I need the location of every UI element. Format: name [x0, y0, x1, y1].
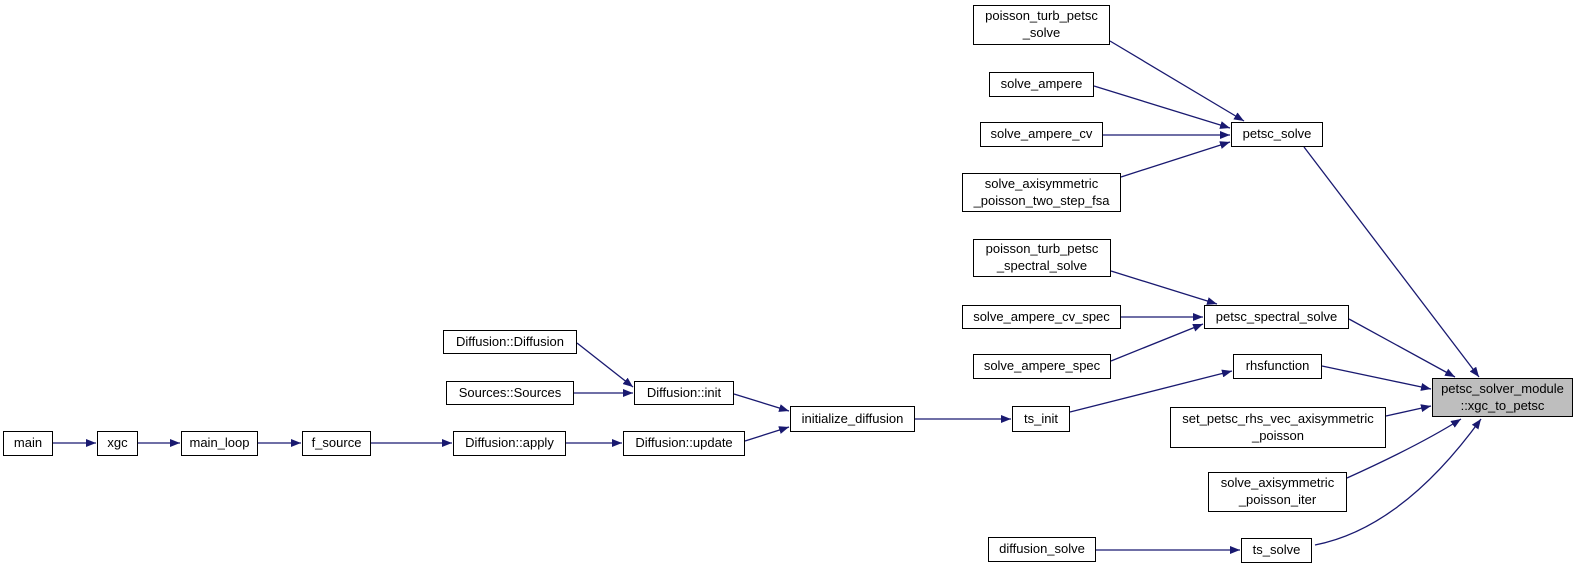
node-diffusion_solve[interactable]: diffusion_solve: [988, 537, 1096, 562]
node-label: solve_ampere_cv_spec: [973, 308, 1110, 324]
node-label: petsc_solver_module: [1441, 380, 1564, 396]
node-label: petsc_solve: [1242, 126, 1312, 142]
node-label: Diffusion::apply: [465, 435, 554, 451]
node-ts_init[interactable]: ts_init: [1012, 406, 1070, 432]
node-solve_ampere_cv[interactable]: solve_ampere_cv: [980, 122, 1103, 147]
node-label: Diffusion::update: [635, 435, 733, 451]
node-sources_sources[interactable]: Sources::Sources: [446, 381, 574, 405]
node-label: petsc_spectral_solve: [1215, 308, 1338, 324]
node-label: Diffusion::Diffusion: [456, 333, 564, 349]
node-label: solve_axisymmetric: [1220, 475, 1335, 491]
edge-petsc_solve-to-xgc_to_petsc: [1303, 146, 1480, 378]
node-petsc_spectral_solve[interactable]: petsc_spectral_solve: [1204, 305, 1349, 329]
node-label: rhsfunction: [1245, 358, 1310, 374]
node-main_loop[interactable]: main_loop: [181, 431, 258, 456]
node-label: f_source: [311, 435, 362, 451]
node-rhsfunction[interactable]: rhsfunction: [1233, 354, 1322, 379]
edge-rhsfunction-to-xgc_to_petsc: [1321, 365, 1432, 391]
node-xgc[interactable]: xgc: [97, 431, 138, 456]
node-main[interactable]: main: [3, 431, 53, 456]
node-initialize_diffusion[interactable]: initialize_diffusion: [790, 406, 915, 432]
node-label: solve_axisymmetric: [984, 175, 1099, 191]
edge-solve_ampere_spec-to-petsc_spectral_solve: [1110, 323, 1204, 362]
edge-ts_init-to-rhsfunction: [1069, 369, 1233, 413]
node-label: poisson_turb_petsc: [985, 241, 1099, 257]
node-diffusion_diffusion[interactable]: Diffusion::Diffusion: [443, 330, 577, 354]
edge-ts_solve-to-xgc_to_petsc: [1314, 418, 1482, 546]
node-label: solve_ampere_spec: [983, 358, 1101, 374]
node-label: Sources::Sources: [458, 384, 562, 400]
node-solve_ampere_cv_spec[interactable]: solve_ampere_cv_spec: [962, 305, 1121, 329]
edge-solve_axisymmetric_poisson_two_step_fsa-to-petsc_solve: [1120, 141, 1231, 178]
node-label: _solve: [1022, 25, 1061, 40]
node-label: xgc: [107, 435, 128, 451]
node-label: diffusion_solve: [999, 541, 1085, 557]
edge-diffusion_update-to-initialize_diffusion: [744, 426, 790, 442]
edge-set_petsc_rhs_vec_axisymmetric_poisson-to-xgc_to_petsc: [1385, 404, 1432, 417]
node-solve_axisymmetric_poisson_two_step_fsa[interactable]: solve_axisymmetric_poisson_two_step_fsa: [962, 173, 1121, 212]
node-poisson_turb_petsc_spectral_solve[interactable]: poisson_turb_petsc_spectral_solve: [973, 239, 1111, 277]
node-label: ts_init: [1024, 410, 1058, 426]
node-ts_solve[interactable]: ts_solve: [1241, 538, 1312, 563]
node-xgc_to_petsc: petsc_solver_module::xgc_to_petsc: [1432, 378, 1573, 417]
node-solve_axisymmetric_poisson_iter[interactable]: solve_axisymmetric_poisson_iter: [1208, 472, 1347, 512]
node-label: solve_ampere_cv: [990, 126, 1093, 142]
node-label: ::xgc_to_petsc: [1460, 397, 1545, 413]
node-f_source[interactable]: f_source: [302, 431, 371, 456]
node-label: initialize_diffusion: [801, 410, 904, 426]
node-label: set_petsc_rhs_vec_axisymmetric: [1182, 410, 1374, 426]
node-label: poisson_turb_petsc: [985, 8, 1098, 24]
edge-diffusion_diffusion-to-diffusion_init: [576, 342, 634, 388]
node-label: _poisson_iter: [1238, 492, 1317, 507]
node-diffusion_init[interactable]: Diffusion::init: [634, 381, 734, 405]
edge-solve_axisymmetric_poisson_iter-to-xgc_to_petsc: [1346, 418, 1462, 479]
node-diffusion_update[interactable]: Diffusion::update: [623, 431, 745, 456]
edge-solve_ampere-to-petsc_solve: [1093, 85, 1231, 129]
node-label: Diffusion::init: [646, 384, 722, 400]
node-label: _spectral_solve: [996, 258, 1088, 273]
node-label: main: [13, 435, 43, 451]
node-petsc_solve[interactable]: petsc_solve: [1231, 122, 1323, 147]
node-label: solve_ampere: [1000, 76, 1083, 92]
node-label: main_loop: [189, 435, 250, 451]
node-label: _poisson: [1251, 427, 1305, 443]
node-solve_ampere_spec[interactable]: solve_ampere_spec: [973, 354, 1111, 379]
node-solve_ampere[interactable]: solve_ampere: [989, 72, 1094, 97]
edge-poisson_turb_petsc_spectral_solve-to-petsc_spectral_solve: [1110, 270, 1218, 305]
edge-diffusion_init-to-initialize_diffusion: [733, 393, 790, 412]
edge-poisson_turb_petsc_solve-to-petsc_solve: [1109, 40, 1245, 122]
node-label: _poisson_two_step_fsa: [973, 192, 1110, 208]
node-set_petsc_rhs_vec_axisymmetric_poisson[interactable]: set_petsc_rhs_vec_axisymmetric_poisson: [1170, 407, 1386, 448]
node-label: ts_solve: [1252, 542, 1301, 558]
edge-petsc_spectral_solve-to-xgc_to_petsc: [1348, 318, 1456, 378]
node-diffusion_apply[interactable]: Diffusion::apply: [453, 431, 566, 456]
node-poisson_turb_petsc_solve[interactable]: poisson_turb_petsc_solve: [973, 5, 1110, 45]
